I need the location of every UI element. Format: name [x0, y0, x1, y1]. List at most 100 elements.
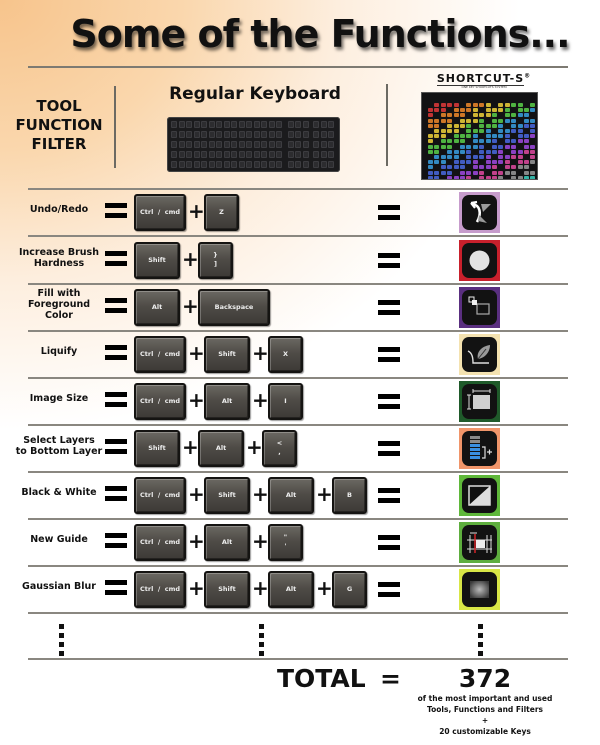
regular-keyboard-image [167, 117, 340, 172]
undo-redo-icon [462, 194, 497, 230]
shortcut-s-tagline: ONE KEY SHORTCUTS SYSTEM [461, 85, 507, 89]
plus-sign: + [252, 340, 269, 365]
shortcut-s-key [459, 239, 500, 281]
plus-sign: + [188, 387, 205, 412]
total-label: TOTAL [277, 664, 366, 693]
equals-sign [105, 579, 127, 595]
keycap-alt: Alt [134, 288, 180, 326]
function-label: Black & White [21, 487, 97, 498]
equals-sign [378, 299, 400, 315]
row-divider [28, 612, 568, 614]
equals-sign [105, 297, 127, 313]
total-value: 372 [458, 664, 512, 693]
shortcut-s-key [459, 474, 500, 516]
keycap-ctrl-cmd: Ctrl / cmd [134, 476, 186, 514]
keycap-ctrl-cmd: Ctrl / cmd [134, 382, 186, 420]
total-desc-line-2: Tools, Functions and Filters [427, 705, 543, 714]
plus-sign: + [188, 340, 205, 365]
plus-sign: + [182, 293, 199, 318]
new-guide-icon [462, 524, 497, 560]
function-label: Select Layers to Bottom Layer [15, 434, 103, 457]
function-label: Liquify [40, 346, 78, 357]
equals-sign [105, 391, 127, 407]
keycap-alt: Alt [204, 382, 250, 420]
keycap-ctrl-cmd: Ctrl / cmd [134, 570, 186, 608]
registered-mark: ® [524, 72, 532, 80]
keycap-b: B [332, 476, 367, 514]
plus-sign: + [182, 434, 199, 459]
plus-sign: + [252, 481, 269, 506]
column-divider-1 [114, 86, 116, 168]
keycap-z: Z [204, 193, 239, 231]
keycap-shift: Shift [134, 429, 180, 467]
total-desc-line-1: of the most important and used [417, 694, 553, 703]
total-desc-plus: + [481, 716, 489, 725]
table-bottom-divider [28, 658, 568, 660]
row-divider [28, 565, 568, 567]
plus-sign: + [252, 387, 269, 412]
plus-sign: + [316, 575, 333, 600]
keycap-g: G [332, 570, 367, 608]
plus-sign: + [188, 198, 205, 223]
row-divider [28, 518, 568, 520]
equals-sign [378, 204, 400, 220]
equals-sign [105, 438, 127, 454]
column-header-regular-keyboard: Regular Keyboard [169, 84, 341, 104]
page-title: Some of the Functions... [70, 12, 570, 56]
continuation-dots-left [59, 624, 65, 660]
gaussian-blur-icon [462, 571, 497, 607]
plus-sign: + [182, 246, 199, 271]
function-label: Gaussian Blur [22, 581, 96, 592]
row-divider [28, 424, 568, 426]
keycap-ctrl-cmd: Ctrl / cmd [134, 193, 186, 231]
function-label: New Guide [30, 534, 88, 545]
shortcut-s-logo: SHORTCUT-S® [428, 72, 540, 86]
header-divider-top [28, 66, 568, 68]
continuation-dots-right [478, 624, 484, 660]
shortcut-s-brand-text: SHORTCUT-S [436, 72, 525, 86]
keycap-alt: Alt [268, 570, 314, 608]
equals-sign [378, 346, 400, 362]
function-label: Image Size [29, 393, 89, 404]
keycap-backspace: Backspace [198, 288, 270, 326]
keycap-shift: Shift [204, 335, 250, 373]
keycap-ctrl-cmd: Ctrl / cmd [134, 523, 186, 561]
row-divider [28, 471, 568, 473]
row-divider [28, 330, 568, 332]
keycap-: " ' [268, 523, 303, 561]
plus-sign: + [316, 481, 333, 506]
equals-sign [105, 485, 127, 501]
shortcut-s-key [459, 380, 500, 422]
select-layers-icon [462, 430, 497, 466]
col-left-line-2: FUNCTION [15, 116, 103, 134]
col-left-line-3: FILTER [31, 135, 87, 153]
keycap-: < , [262, 429, 297, 467]
equals-sign [378, 440, 400, 456]
keycap-alt: Alt [268, 476, 314, 514]
equals-sign [105, 250, 127, 266]
equals-sign [378, 252, 400, 268]
keycap-x: X [268, 335, 303, 373]
shortcut-s-key [459, 191, 500, 233]
keycap-shift: Shift [204, 570, 250, 608]
shortcut-s-key [459, 333, 500, 375]
brush-hardness-icon [462, 242, 497, 278]
black-white-icon [462, 477, 497, 513]
row-divider [28, 283, 568, 285]
keycap-ctrl-cmd: Ctrl / cmd [134, 335, 186, 373]
function-label: Fill with Foreground Color [27, 288, 91, 321]
total-equals: = [380, 664, 401, 693]
shortcut-s-key [459, 427, 500, 469]
shortcut-s-key [459, 521, 500, 563]
keycap-shift: Shift [134, 241, 180, 279]
plus-sign: + [252, 575, 269, 600]
equals-sign [105, 344, 127, 360]
col-left-line-1: TOOL [36, 97, 82, 115]
keycap-alt: Alt [204, 523, 250, 561]
equals-sign [378, 393, 400, 409]
column-divider-2 [386, 84, 388, 166]
equals-sign [105, 202, 127, 218]
header-divider-bottom [28, 188, 568, 190]
total-description: of the most important and used Tools, Fu… [395, 693, 575, 737]
plus-sign: + [246, 434, 263, 459]
